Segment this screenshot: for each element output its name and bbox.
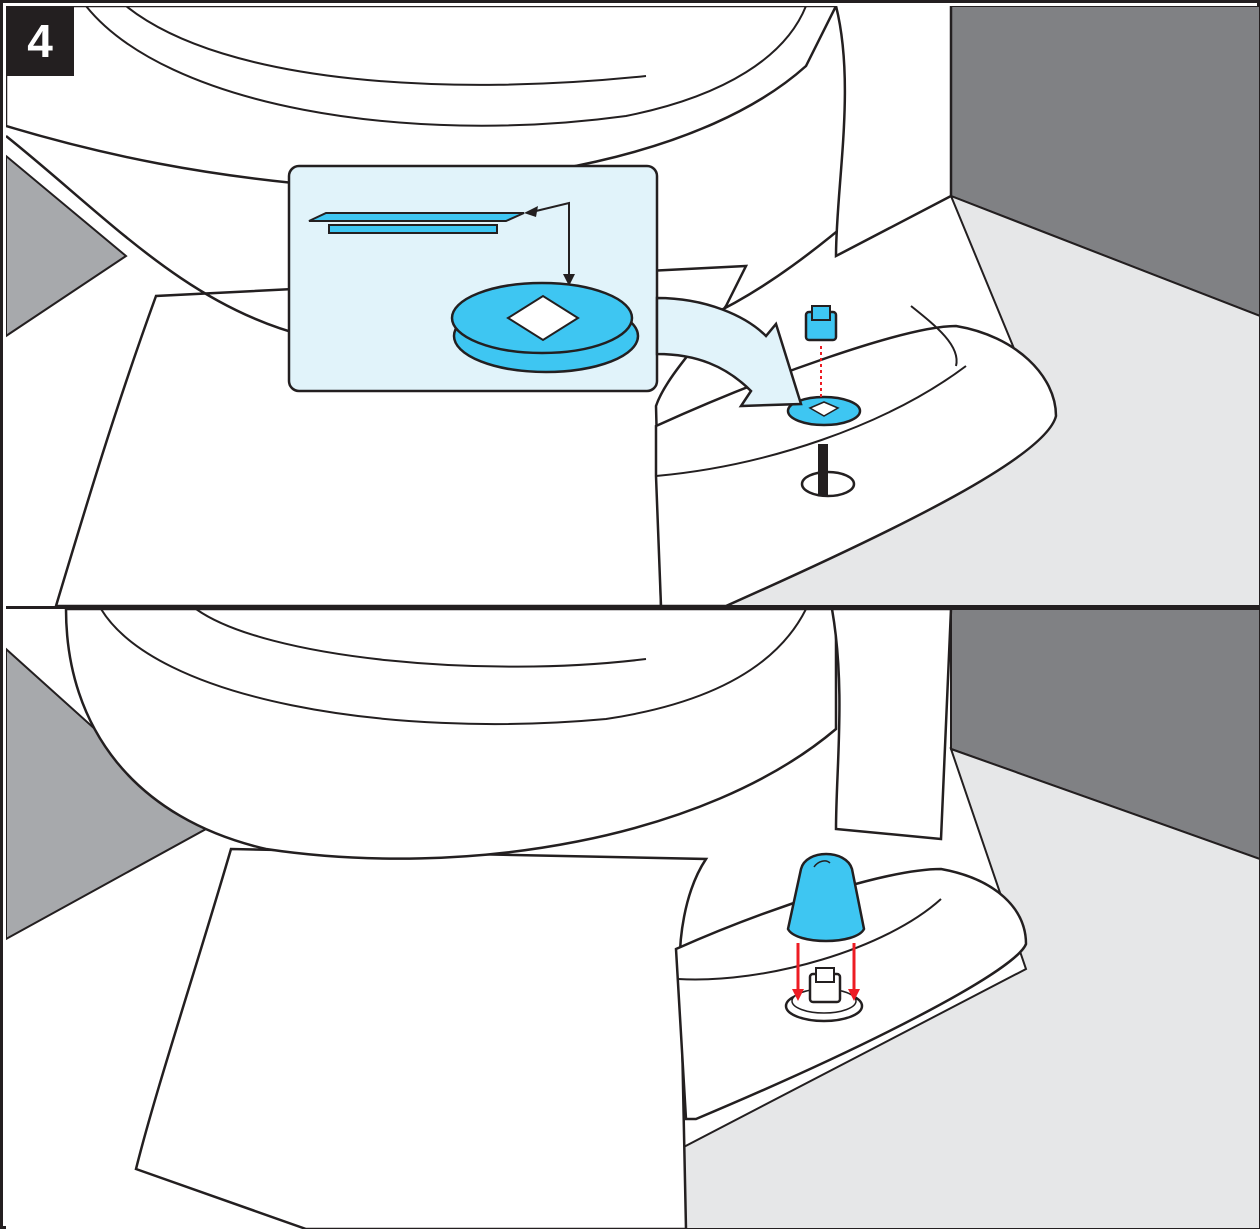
- washer-side-view-lip: [329, 225, 497, 233]
- wall-left: [6, 156, 126, 336]
- top-scene: [6, 6, 1260, 606]
- bottom-scene: [6, 609, 1260, 1229]
- nut-icon: [806, 306, 836, 340]
- curved-arrow-icon: [657, 298, 801, 406]
- washer-side-view: [309, 213, 524, 221]
- panel-top: 4: [6, 6, 1260, 609]
- panel-bottom: [6, 609, 1260, 1229]
- nut-icon-bottom: [810, 968, 840, 1002]
- bowl-side: [836, 6, 951, 256]
- bowl-side-bottom: [832, 609, 951, 839]
- toilet-pedestal-bottom: [136, 849, 706, 1229]
- toilet-bowl: [6, 6, 836, 186]
- bolt: [818, 444, 828, 496]
- bolt-cap-icon: [788, 854, 864, 941]
- step-number-badge: 4: [6, 6, 74, 76]
